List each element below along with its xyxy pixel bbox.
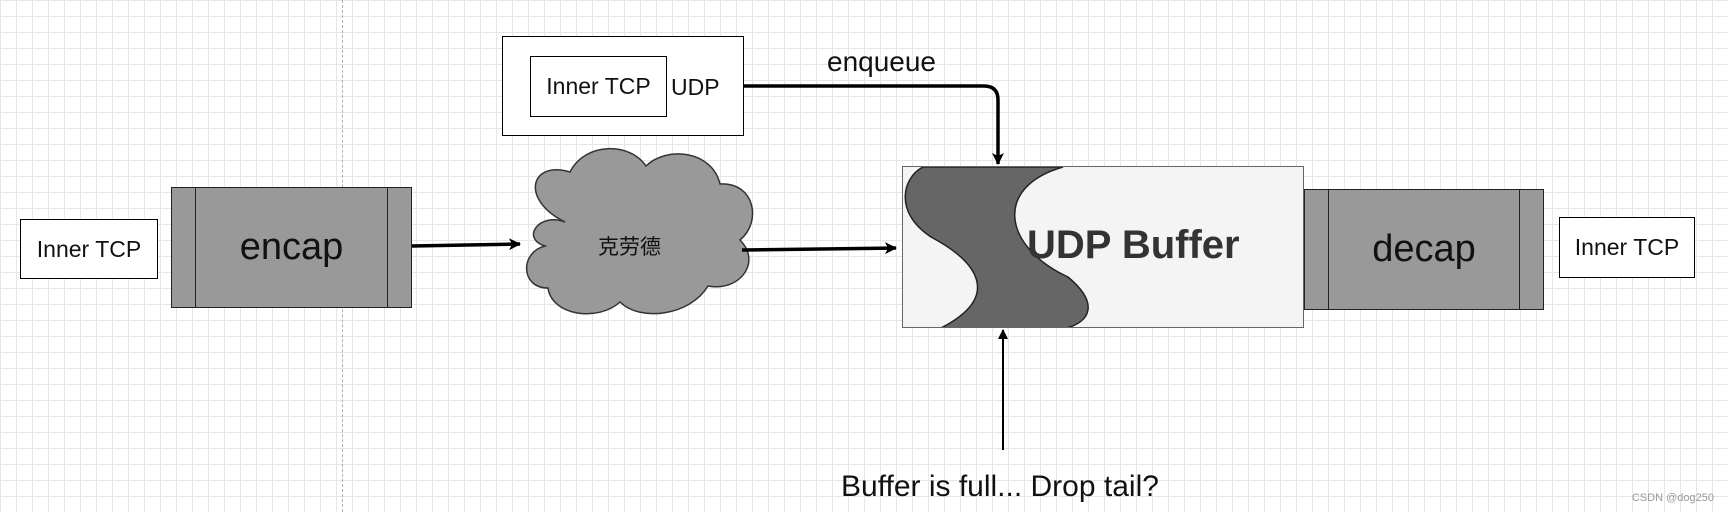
- udp-buffer-label: UDP Buffer: [1027, 223, 1240, 267]
- inner-tcp-left-label: Inner TCP: [36, 235, 142, 262]
- encap-block: encap: [171, 187, 412, 308]
- buffer-wave-shape: [904, 167, 1089, 327]
- decap-right-bar: [1519, 190, 1543, 309]
- udp-buffer: UDP Buffer: [902, 166, 1304, 328]
- edge-enqueue: [744, 84, 1004, 165]
- inner-tcp-right-box: Inner TCP: [1559, 217, 1695, 278]
- encap-right-bar: [387, 188, 411, 307]
- cloud-label: 克劳德: [598, 235, 661, 259]
- encap-label: encap: [239, 226, 344, 268]
- packet-box: Inner TCP UDP: [502, 36, 744, 136]
- decap-block: decap: [1304, 189, 1544, 310]
- decap-left-bar: [1305, 190, 1329, 309]
- drop-tail-note: Buffer is full... Drop tail?: [841, 470, 1159, 503]
- watermark: CSDN @dog250: [1631, 492, 1714, 504]
- cloud-shape: [525, 147, 754, 315]
- encap-left-bar: [172, 188, 196, 307]
- enqueue-label: enqueue: [827, 46, 937, 77]
- edge-cloud-to-buffer: [741, 242, 897, 255]
- packet-inner-tcp-box: Inner TCP: [530, 56, 667, 117]
- packet-inner-tcp-label: Inner TCP: [546, 73, 651, 99]
- inner-tcp-right-label: Inner TCP: [1574, 234, 1680, 260]
- edge-encap-to-cloud: [411, 238, 521, 251]
- inner-tcp-left-box: Inner TCP: [20, 219, 158, 279]
- packet-udp-label: UDP: [671, 74, 720, 100]
- decap-label: decap: [1372, 228, 1476, 270]
